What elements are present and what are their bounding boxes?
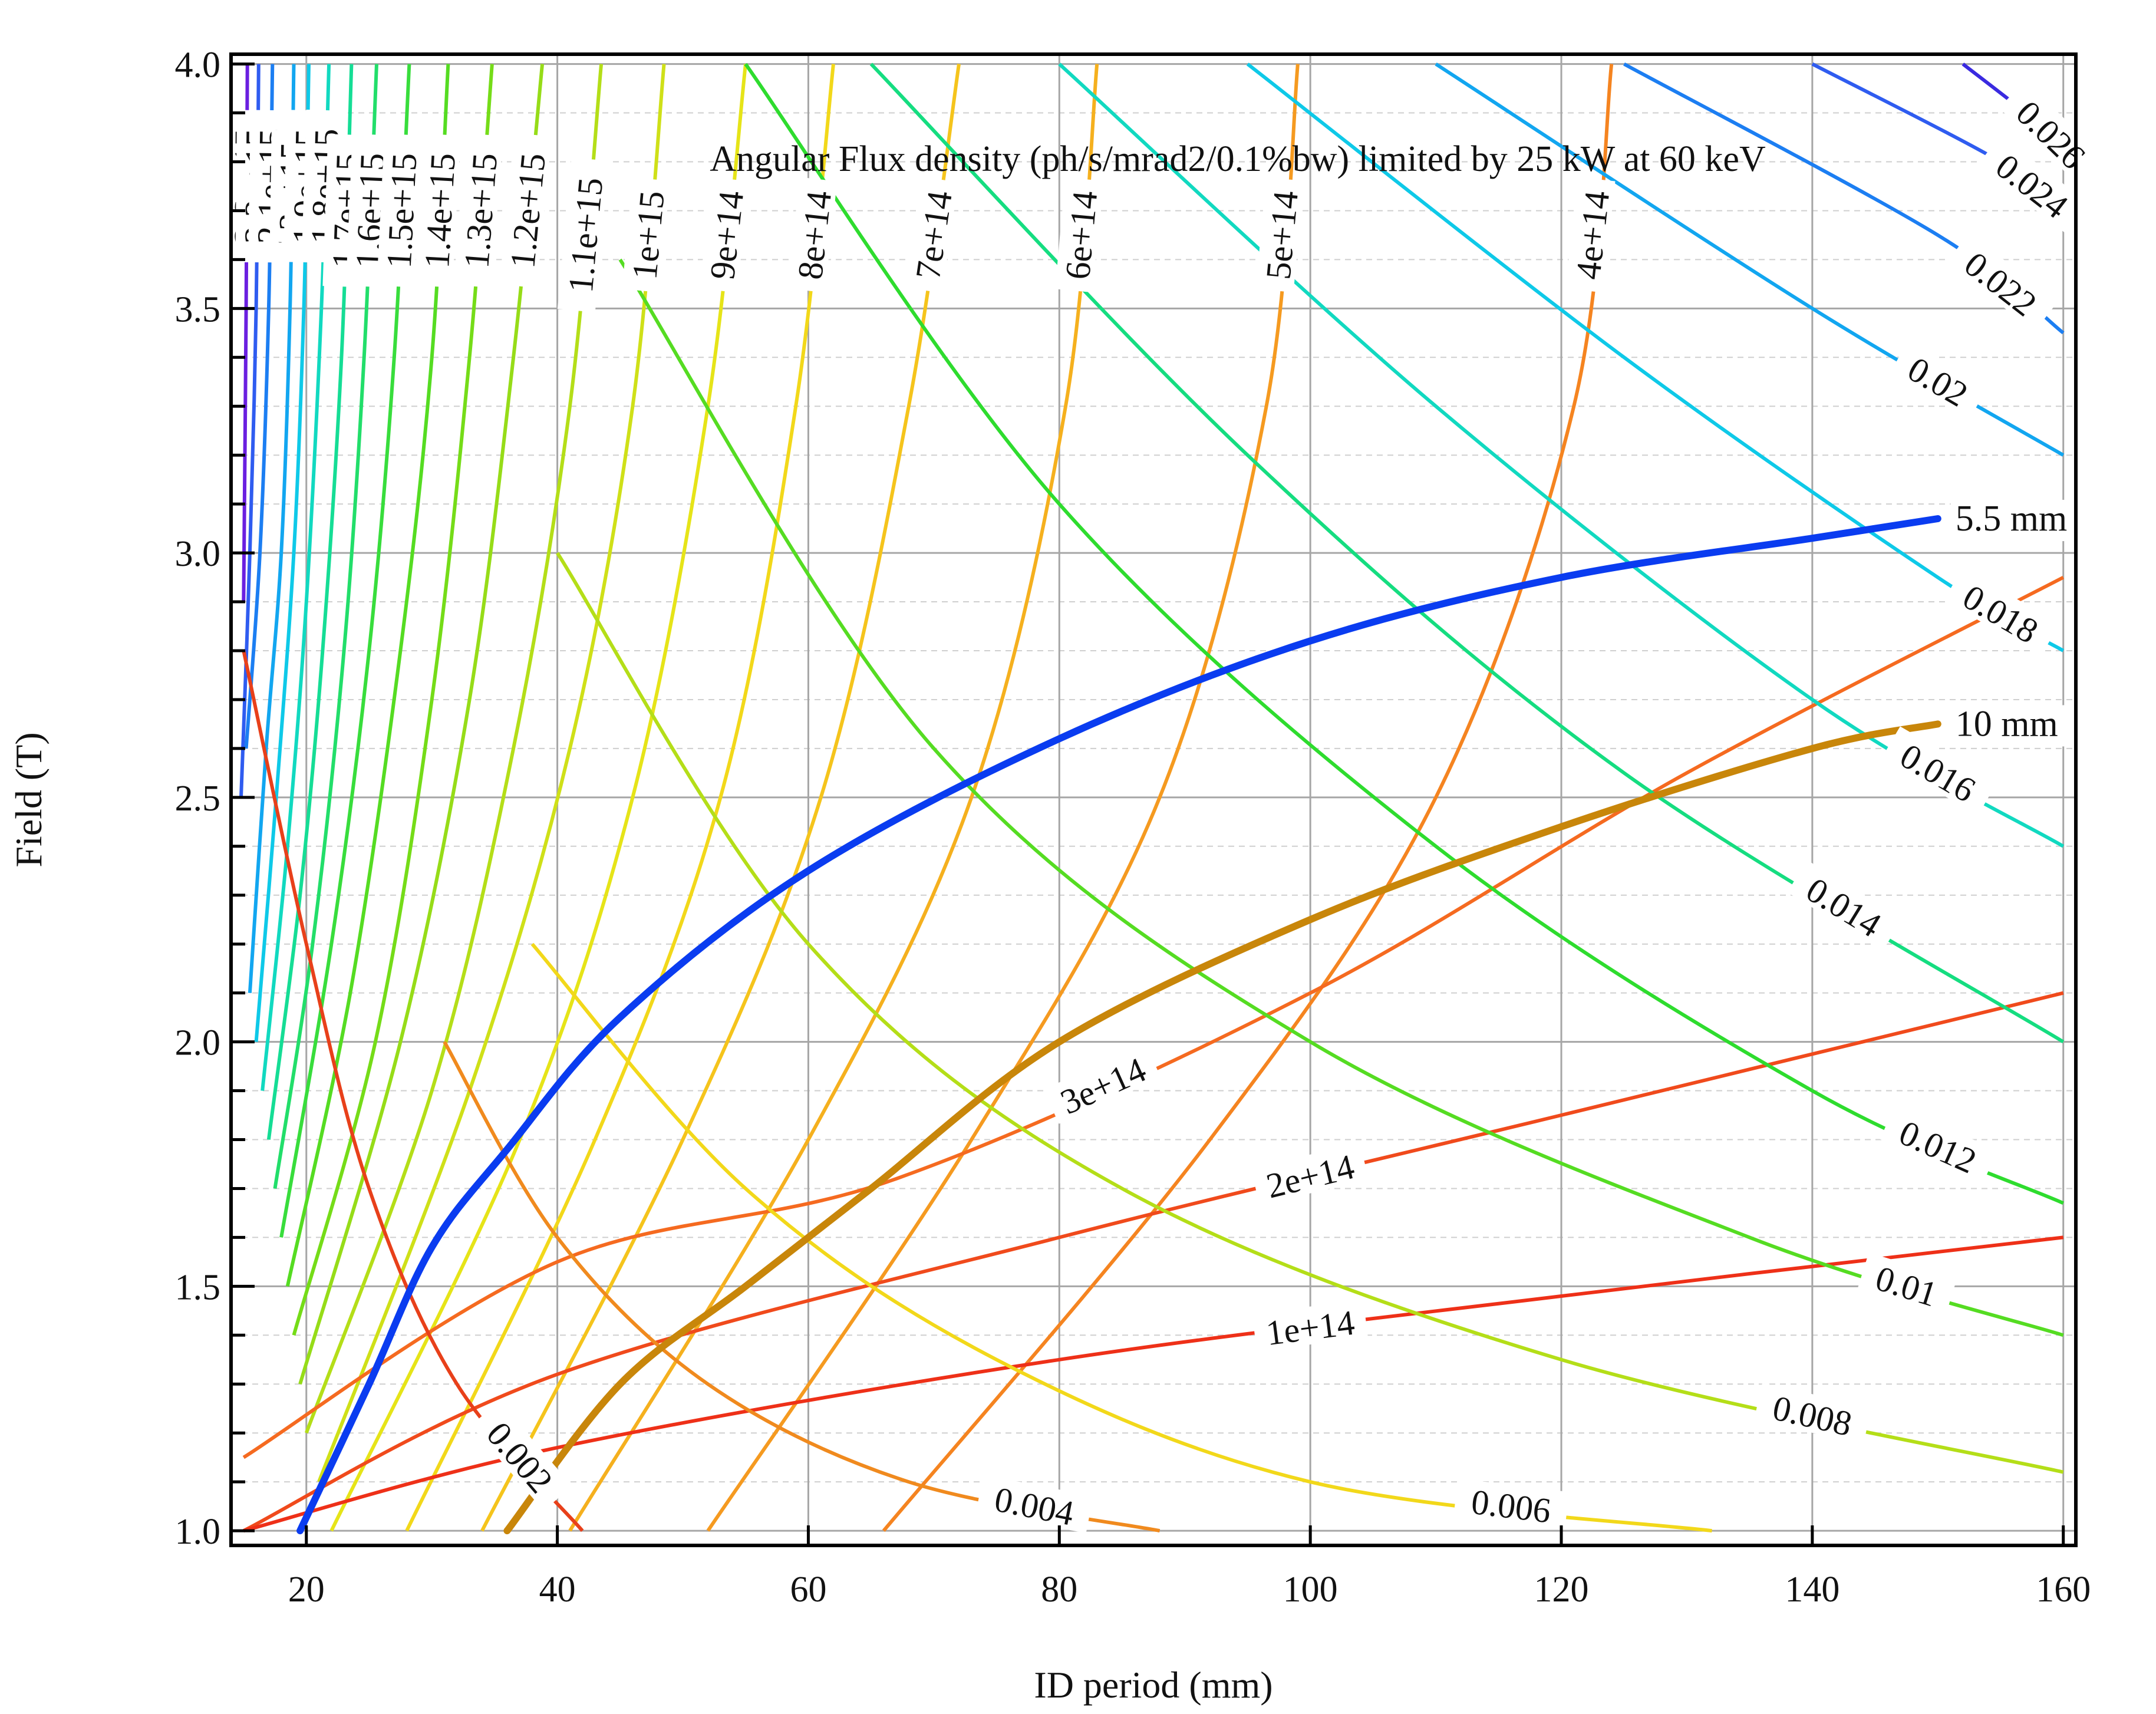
x-tick-label: 40 [539, 1570, 576, 1610]
contour-label-bg [1055, 177, 1103, 293]
contour-label-bg [787, 177, 838, 293]
flux-contour [242, 991, 2064, 1532]
gap-curve [296, 515, 1941, 1535]
power-contour [744, 62, 2064, 1205]
y-tick-label: 2.0 [175, 1023, 221, 1063]
flux-contour [329, 64, 747, 1532]
gap-label: 10 mm [1956, 704, 2058, 744]
contour-label-bg [470, 1401, 572, 1511]
x-axis-title: ID period (mm) [1034, 1664, 1272, 1706]
chart-title: Angular Flux density (ph/s/mrad2/0.1%bw)… [710, 139, 1766, 179]
contour-label-bg [699, 177, 750, 293]
plot-frame [229, 52, 2078, 1547]
contour-label-bg [1977, 135, 2089, 234]
contour-label: 9e+14 [703, 189, 751, 282]
contour-label-bg [976, 1475, 1093, 1534]
contour-label-bg [1251, 1142, 1369, 1206]
contour-label: 5e+14 [1259, 189, 1306, 281]
contour-label-bg [499, 133, 552, 288]
contour-label-bg [1255, 177, 1304, 293]
flux-contour [882, 64, 1614, 1532]
contour-label: 1e+15 [625, 189, 671, 281]
x-tick-label: 20 [288, 1570, 325, 1610]
contour-label: 1.4e+15 [417, 152, 463, 269]
contour-label-bg [453, 133, 503, 288]
gap-curves [296, 515, 1941, 1535]
x-tick-label: 100 [1283, 1570, 1338, 1610]
contour-label-bg [414, 133, 461, 288]
contour-label: 6e+14 [1058, 189, 1105, 281]
contour-label-bg [905, 176, 958, 293]
contour-label-bg [1946, 233, 2058, 332]
contour-label-bg [1787, 860, 1903, 951]
power-contour [1435, 62, 2065, 457]
contour-label: 0.006 [1469, 1482, 1553, 1531]
power-contour [556, 552, 2064, 1474]
power-contour [618, 258, 2064, 1337]
gap-label: 5.5 mm [1956, 499, 2067, 539]
x-tick-label: 60 [790, 1570, 826, 1610]
contour-label-bg [377, 133, 423, 288]
x-tick-label: 80 [1041, 1570, 1077, 1610]
contour-label-bg [1890, 340, 1989, 420]
contour-label: 8e+14 [790, 189, 839, 281]
axis-ticks [231, 62, 2065, 1545]
axis-tick-labels: 20 40 60 80 100 120 140 160 1.0 1.5 2.0 2.5 3.0 3.5 4.… [175, 45, 2091, 1610]
contour-label-bg [1880, 1105, 1998, 1185]
contour-label-bg [1944, 567, 2060, 657]
y-tick-label: 4.0 [175, 45, 221, 85]
gap-label-bg [1950, 705, 2098, 747]
gap-curve [503, 720, 1941, 1535]
y-tick-label: 3.5 [175, 289, 221, 329]
contour-label-bg [622, 177, 670, 293]
contour-label: 4e+14 [1568, 189, 1617, 281]
flux-contour [405, 64, 835, 1532]
y-tick-label: 1.5 [175, 1267, 221, 1307]
x-tick-label: 160 [2036, 1570, 2091, 1610]
contour-label-bg [1565, 177, 1616, 293]
flux-contour [480, 64, 961, 1532]
y-tick-label: 2.5 [175, 779, 221, 819]
contour-label-bg [1453, 1478, 1570, 1530]
x-tick-label: 140 [1785, 1570, 1839, 1610]
contour-label-bg [1881, 726, 1997, 816]
y-axis-title: Field (T) [8, 732, 50, 867]
flux-contour [243, 1235, 2064, 1532]
flux-contour [706, 64, 1300, 1532]
flux-contour [568, 64, 1099, 1532]
x-tick-label: 120 [1534, 1570, 1589, 1610]
contour-label: 1.3e+15 [457, 151, 505, 269]
contour-label-bg [557, 157, 609, 312]
contour-label-bg [1999, 80, 2106, 186]
contour-label-bg [1043, 1043, 1161, 1124]
y-tick-label: 1.0 [175, 1512, 221, 1552]
gap-label-bg [1950, 500, 2098, 542]
contour-label-bg [1754, 1383, 1872, 1445]
y-tick-label: 3.0 [175, 534, 221, 574]
contour-label-bg [1857, 1252, 1957, 1316]
contour-label-bg [1252, 1300, 1368, 1352]
